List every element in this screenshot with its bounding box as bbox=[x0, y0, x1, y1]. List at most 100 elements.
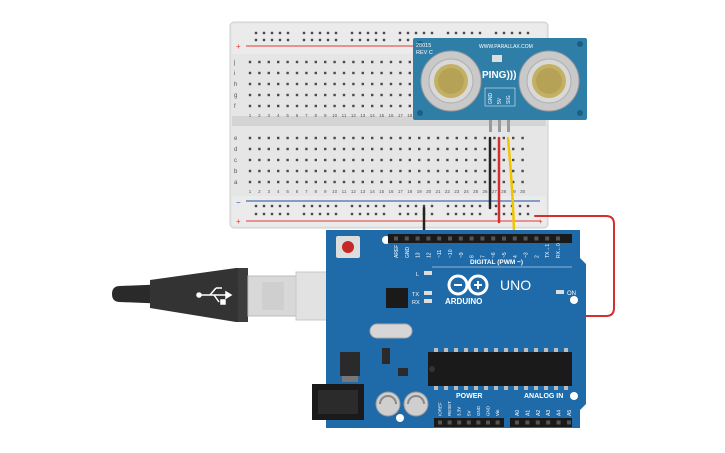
breadboard-hole[interactable] bbox=[521, 136, 524, 140]
rail-hole[interactable] bbox=[430, 212, 434, 216]
rail-hole[interactable] bbox=[414, 204, 418, 208]
breadboard-hole[interactable] bbox=[305, 180, 308, 184]
breadboard-hole[interactable] bbox=[389, 158, 393, 162]
breadboard-hole[interactable] bbox=[314, 136, 317, 140]
breadboard-hole[interactable] bbox=[399, 136, 402, 140]
breadboard-hole[interactable] bbox=[521, 180, 524, 184]
breadboard-hole[interactable] bbox=[352, 169, 355, 173]
analog-header-hole[interactable] bbox=[535, 420, 540, 425]
breadboard-hole[interactable] bbox=[483, 180, 487, 184]
breadboard-hole[interactable] bbox=[342, 147, 346, 151]
breadboard-hole[interactable] bbox=[361, 180, 364, 184]
breadboard-hole[interactable] bbox=[248, 71, 252, 75]
analog-header-hole[interactable] bbox=[525, 420, 530, 425]
usb-cable[interactable] bbox=[112, 268, 363, 322]
rail-hole[interactable] bbox=[310, 212, 314, 216]
rail-hole[interactable] bbox=[366, 212, 370, 216]
breadboard-hole[interactable] bbox=[248, 169, 252, 173]
rail-hole[interactable] bbox=[286, 38, 290, 42]
rail-hole[interactable] bbox=[350, 31, 354, 35]
breadboard-hole[interactable] bbox=[258, 82, 261, 86]
rail-hole[interactable] bbox=[510, 212, 514, 216]
rail-hole[interactable] bbox=[358, 31, 362, 35]
power-header-hole[interactable] bbox=[438, 420, 442, 425]
breadboard-hole[interactable] bbox=[521, 147, 524, 151]
digital-header-hole[interactable] bbox=[480, 236, 485, 241]
breadboard-hole[interactable] bbox=[389, 93, 393, 97]
power-header-hole[interactable] bbox=[457, 420, 462, 425]
rail-hole[interactable] bbox=[270, 38, 274, 42]
breadboard-hole[interactable] bbox=[502, 180, 505, 184]
rail-hole[interactable] bbox=[366, 38, 370, 42]
breadboard-hole[interactable] bbox=[408, 82, 411, 86]
breadboard-hole[interactable] bbox=[314, 104, 317, 108]
breadboard-hole[interactable] bbox=[352, 71, 355, 75]
rail-hole[interactable] bbox=[454, 212, 458, 216]
breadboard-hole[interactable] bbox=[483, 147, 487, 151]
breadboard-hole[interactable] bbox=[305, 60, 308, 64]
breadboard-hole[interactable] bbox=[408, 180, 411, 184]
rail-hole[interactable] bbox=[478, 212, 482, 216]
rail-hole[interactable] bbox=[406, 31, 410, 35]
breadboard-hole[interactable] bbox=[352, 136, 355, 140]
breadboard-hole[interactable] bbox=[512, 147, 515, 151]
breadboard-hole[interactable] bbox=[258, 104, 261, 108]
rail-hole[interactable] bbox=[278, 204, 282, 208]
breadboard-hole[interactable] bbox=[483, 136, 487, 140]
breadboard-hole[interactable] bbox=[277, 147, 280, 151]
breadboard-hole[interactable] bbox=[305, 82, 308, 86]
breadboard-hole[interactable] bbox=[314, 180, 317, 184]
breadboard-hole[interactable] bbox=[324, 82, 327, 86]
breadboard-hole[interactable] bbox=[521, 169, 524, 173]
breadboard-hole[interactable] bbox=[361, 169, 364, 173]
breadboard-hole[interactable] bbox=[295, 169, 299, 173]
breadboard-hole[interactable] bbox=[361, 136, 364, 140]
breadboard-hole[interactable] bbox=[286, 180, 289, 184]
rail-hole[interactable] bbox=[446, 31, 450, 35]
rail-hole[interactable] bbox=[446, 204, 450, 208]
breadboard-hole[interactable] bbox=[436, 136, 440, 140]
breadboard-hole[interactable] bbox=[324, 71, 327, 75]
rail-hole[interactable] bbox=[262, 38, 266, 42]
breadboard-hole[interactable] bbox=[399, 147, 402, 151]
breadboard-hole[interactable] bbox=[455, 147, 458, 151]
breadboard-hole[interactable] bbox=[408, 147, 411, 151]
breadboard-hole[interactable] bbox=[258, 136, 261, 140]
breadboard-hole[interactable] bbox=[314, 158, 317, 162]
breadboard-hole[interactable] bbox=[371, 136, 374, 140]
rail-hole[interactable] bbox=[398, 31, 402, 35]
breadboard-hole[interactable] bbox=[286, 104, 289, 108]
breadboard-hole[interactable] bbox=[324, 158, 327, 162]
breadboard-hole[interactable] bbox=[483, 169, 487, 173]
rail-hole[interactable] bbox=[398, 212, 402, 216]
breadboard-hole[interactable] bbox=[324, 104, 327, 108]
breadboard-hole[interactable] bbox=[408, 104, 411, 108]
breadboard-hole[interactable] bbox=[342, 93, 346, 97]
breadboard-hole[interactable] bbox=[380, 71, 383, 75]
breadboard-hole[interactable] bbox=[267, 169, 270, 173]
breadboard-hole[interactable] bbox=[267, 82, 270, 86]
rail-hole[interactable] bbox=[262, 204, 266, 208]
rail-hole[interactable] bbox=[470, 212, 474, 216]
ping-sensor[interactable]: 28015 REV C WWW.PARALLAX.COM PING))) GND… bbox=[413, 38, 587, 132]
digital-header-hole[interactable] bbox=[437, 236, 442, 241]
analog-header-hole[interactable] bbox=[546, 420, 551, 425]
breadboard-hole[interactable] bbox=[493, 147, 496, 151]
breadboard-hole[interactable] bbox=[305, 147, 308, 151]
digital-header-hole[interactable] bbox=[404, 236, 409, 241]
breadboard-hole[interactable] bbox=[305, 169, 308, 173]
breadboard-hole[interactable] bbox=[314, 71, 317, 75]
rail-hole[interactable] bbox=[494, 204, 498, 208]
breadboard-hole[interactable] bbox=[314, 82, 317, 86]
breadboard-hole[interactable] bbox=[286, 169, 289, 173]
rail-hole[interactable] bbox=[414, 212, 418, 216]
rail-hole[interactable] bbox=[526, 31, 530, 35]
breadboard-hole[interactable] bbox=[352, 147, 355, 151]
rail-hole[interactable] bbox=[326, 212, 330, 216]
rail-hole[interactable] bbox=[478, 31, 482, 35]
rail-hole[interactable] bbox=[414, 31, 418, 35]
rail-hole[interactable] bbox=[454, 31, 458, 35]
breadboard-hole[interactable] bbox=[267, 136, 270, 140]
breadboard-hole[interactable] bbox=[418, 158, 421, 162]
breadboard-hole[interactable] bbox=[295, 60, 299, 64]
